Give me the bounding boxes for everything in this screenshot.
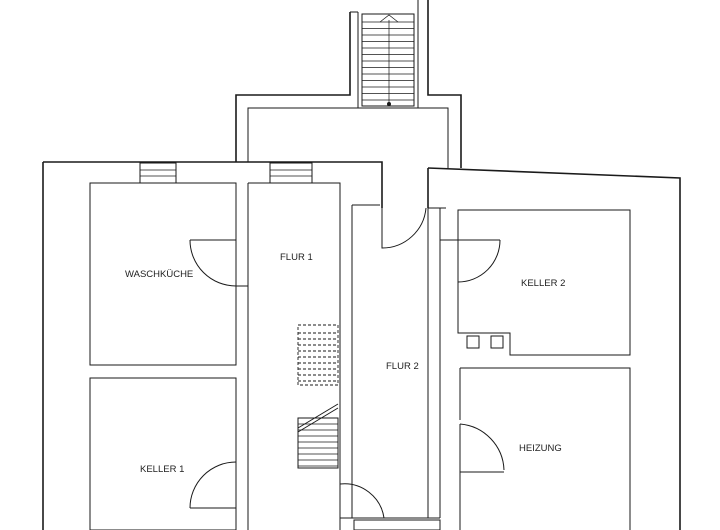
inner-staircase bbox=[297, 324, 339, 469]
room-heizung bbox=[460, 367, 631, 530]
bottom-threshold bbox=[353, 519, 441, 530]
window-flur-1 bbox=[269, 162, 313, 184]
door-keller-2 bbox=[440, 239, 501, 283]
chimney-flue-1 bbox=[466, 335, 480, 349]
window-waschkueche bbox=[139, 162, 177, 184]
room-waschkueche bbox=[89, 182, 237, 366]
inner-stair-treads-lower bbox=[298, 423, 338, 467]
room-keller-2 bbox=[457, 209, 631, 356]
room-keller-1 bbox=[89, 377, 237, 530]
stair-start-dot bbox=[387, 102, 391, 106]
walls-flur-1 bbox=[247, 182, 341, 530]
door-keller-1 bbox=[189, 461, 237, 509]
outer-staircase bbox=[361, 13, 415, 107]
label-keller-2: KELLER 2 bbox=[521, 278, 565, 289]
door-heizung bbox=[459, 423, 505, 473]
outer-walls bbox=[42, 0, 681, 530]
label-flur-1: FLUR 1 bbox=[280, 252, 313, 263]
label-keller-1: KELLER 1 bbox=[140, 464, 184, 475]
label-heizung: HEIZUNG bbox=[519, 443, 562, 454]
stair-direction-arrow-icon bbox=[379, 14, 399, 23]
inner-stair-treads-upper bbox=[298, 332, 338, 382]
label-flur-2: FLUR 2 bbox=[386, 361, 419, 372]
door-stair-annex bbox=[381, 207, 427, 249]
label-waschkueche: WASCHKÜCHE bbox=[125, 269, 193, 280]
outer-stair-treads bbox=[362, 21, 414, 101]
door-waschkueche bbox=[189, 239, 248, 287]
door-flur-2-bottom bbox=[339, 483, 385, 519]
chimney-flue-2 bbox=[490, 335, 504, 349]
walls-flur-2 bbox=[340, 204, 446, 519]
